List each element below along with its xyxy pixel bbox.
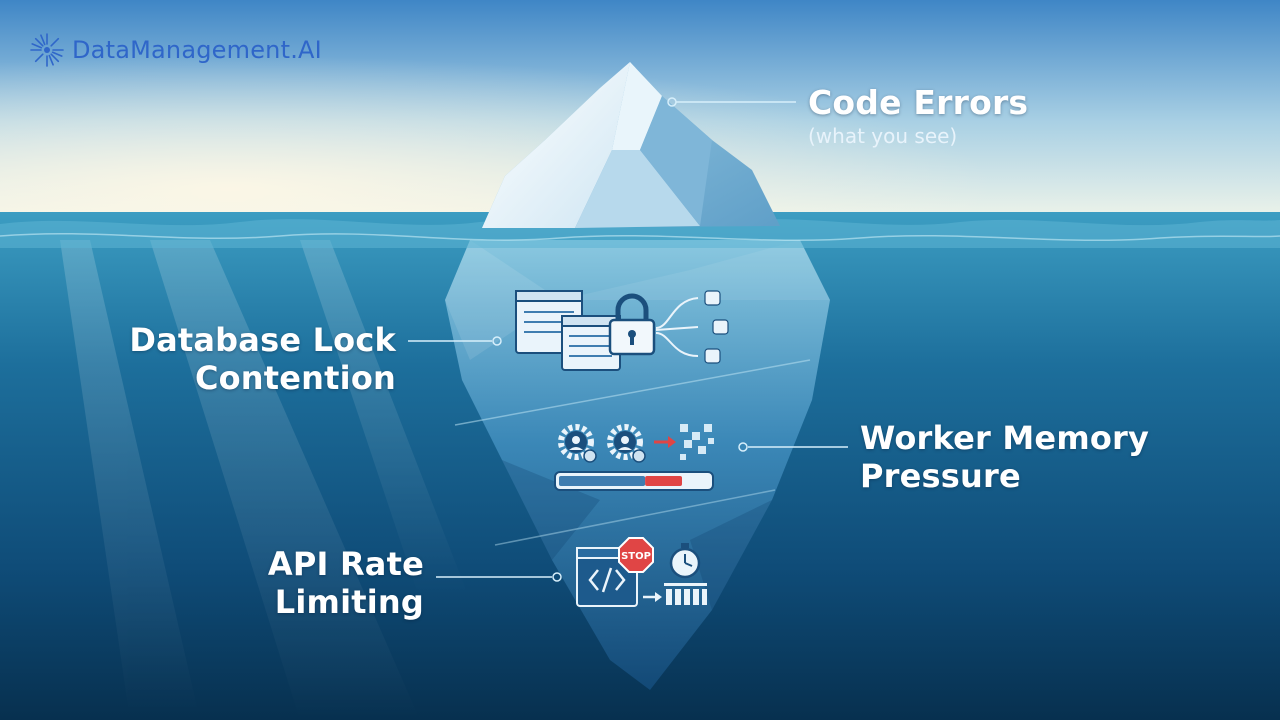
label-code-errors: Code Errors [808,84,1028,123]
brand-logo: DataManagement.AI [28,31,322,69]
label-title: Code Errors [808,84,1028,123]
stop-sign-icon: STOP [619,538,653,572]
starburst-icon [28,31,66,69]
label-line: Worker Memory [860,420,1149,458]
label-line: Pressure [860,458,1149,496]
label-code-errors-subtitle: (what you see) [808,124,957,148]
label-database-lock-contention: Database Lock Contention [100,322,396,398]
brand-name: DataManagement.AI [72,36,322,64]
label-line: Limiting [150,584,424,622]
memory-bar-icon [555,472,713,490]
stop-sign-text: STOP [621,551,651,562]
label-line: Database Lock [100,322,396,360]
label-worker-memory-pressure: Worker Memory Pressure [860,420,1149,496]
label-line: Contention [100,360,396,398]
label-api-rate-limiting: API Rate Limiting [150,546,424,622]
label-line: API Rate [150,546,424,584]
